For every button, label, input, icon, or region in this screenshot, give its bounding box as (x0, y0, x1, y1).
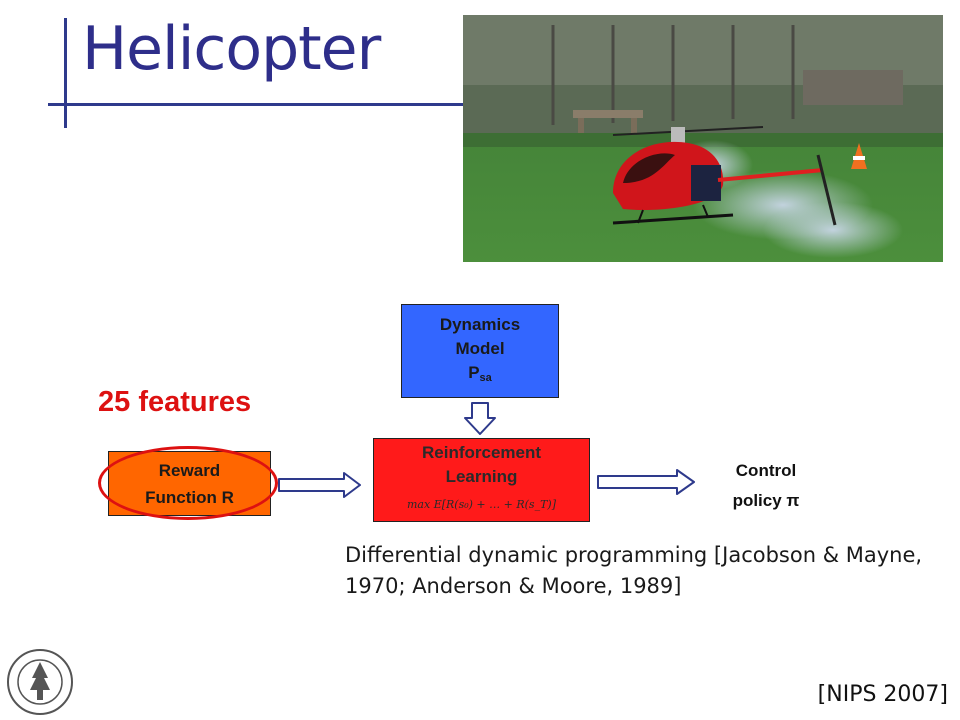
right-arrow-icon (278, 472, 361, 498)
dynamics-model-symbol: Psa (468, 361, 492, 390)
helicopter-photo-image (463, 15, 943, 262)
features-label: 25 features (98, 386, 252, 418)
right-arrow-icon (597, 469, 695, 495)
reinforcement-learning-box: Reinforcement Learning max E[R(s₀) + … +… (373, 438, 590, 522)
university-seal-icon (7, 649, 73, 715)
control-policy-line1: Control (735, 461, 797, 480)
venue-label: [NIPS 2007] (817, 682, 948, 707)
slide-title: Helicopter (82, 14, 381, 84)
rl-objective-formula: max E[R(s₀) + … + R(s_T)] (407, 498, 556, 511)
citation-text: Differential dynamic programming [Jacobs… (345, 543, 923, 598)
control-policy-line2: policy π (732, 491, 800, 510)
dynamics-model-line1: Dynamics (439, 314, 521, 334)
dynamics-model-line2: Model (455, 338, 505, 358)
dynamics-model-subscript: sa (479, 371, 492, 384)
dynamics-model-symbol-letter: P (468, 362, 480, 382)
title-accent-horizontal-line (48, 103, 468, 106)
dynamics-model-box: Dynamics Model Psa (401, 304, 559, 398)
rl-line2: Learning (445, 467, 518, 486)
helicopter-photo (463, 15, 943, 262)
reward-highlight-ellipse (98, 446, 278, 520)
title-accent-vertical-line (64, 18, 67, 128)
control-policy-label: Control policy π (706, 456, 826, 516)
rl-line1: Reinforcement (421, 443, 542, 462)
down-arrow-icon (464, 402, 496, 435)
